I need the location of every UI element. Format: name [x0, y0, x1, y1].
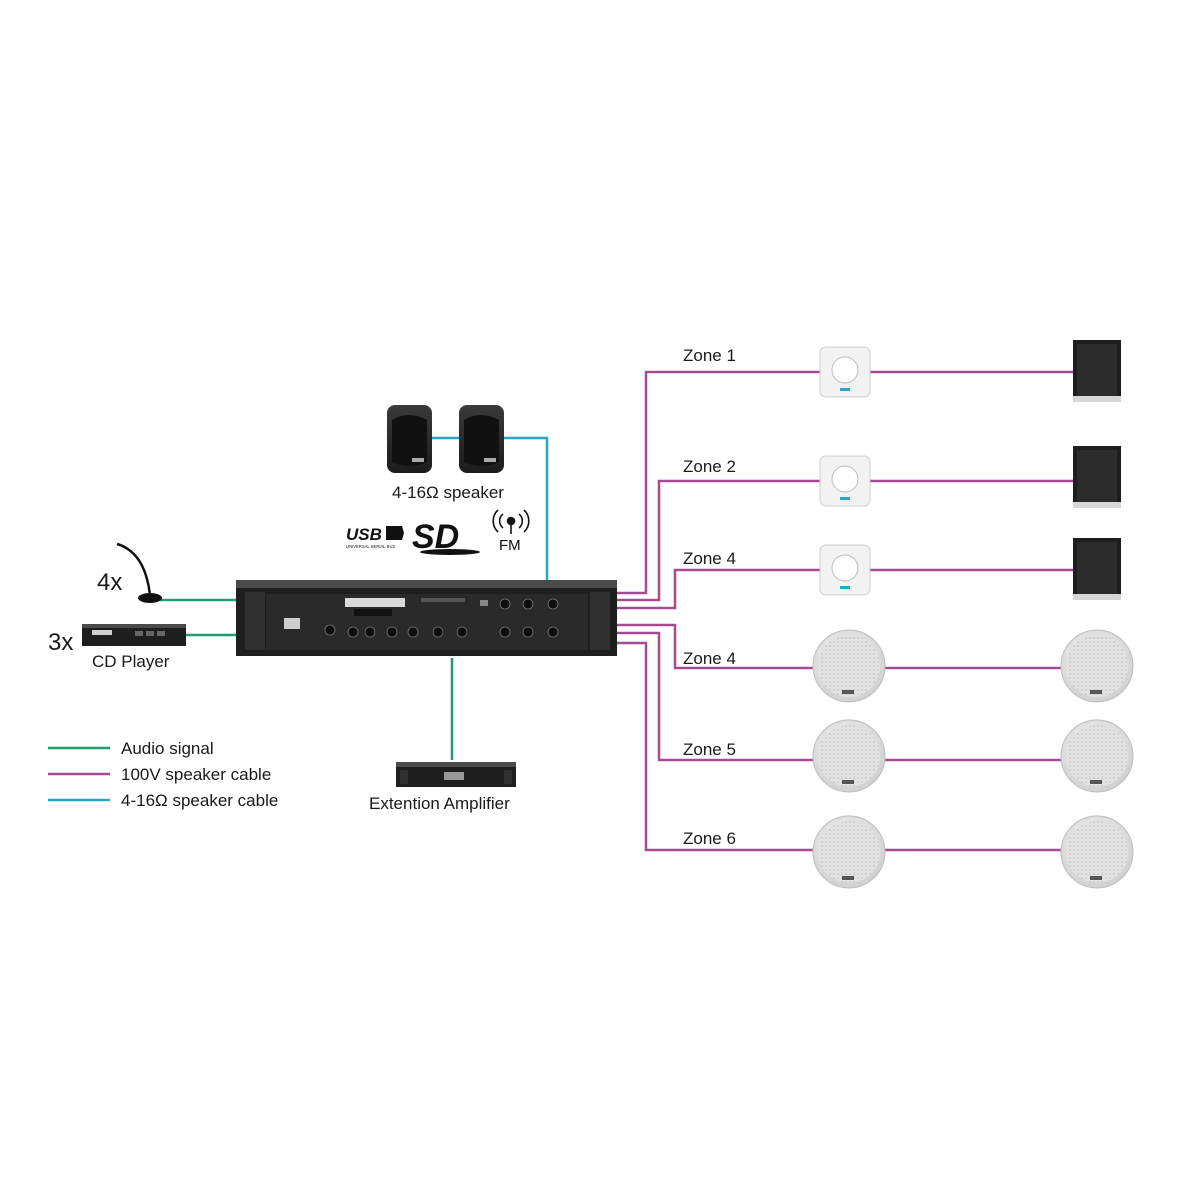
legend: Audio signal 100V speaker cable 4-16Ω sp… [48, 739, 278, 810]
volume-control-zone-1 [819, 346, 871, 398]
volume-control-zone-2 [819, 455, 871, 507]
zone-5-label: Zone 5 [683, 740, 736, 759]
ceiling-speaker-zone-5-right [1060, 719, 1134, 793]
box-speaker-zone-3 [1073, 538, 1121, 600]
speaker-4-16-label: 4-16Ω speaker [392, 483, 504, 502]
ceiling-speaker-zone-5-left [812, 719, 886, 793]
legend-100v-label: 100V speaker cable [121, 765, 271, 784]
usb-logo-text: USB [346, 525, 382, 544]
fm-logo: FM [492, 509, 530, 554]
cd-count-label: 3x [48, 629, 73, 656]
amp-knobs [324, 598, 559, 638]
zone-3-cable [617, 568, 1075, 610]
zone-1-label: Zone 1 [683, 346, 736, 365]
audio-cables [160, 598, 454, 760]
volume-control-zone-3 [819, 544, 871, 596]
cd-player-label: CD Player [92, 652, 170, 671]
wall-speaker-right [459, 405, 504, 473]
mic-count-label: 4x [97, 569, 122, 596]
fm-label: FM [499, 537, 521, 554]
mixer-amplifier [236, 580, 617, 656]
antenna-icon [492, 509, 530, 534]
usb-logo-subtext: UNIVERSAL SERIAL BUS [346, 544, 395, 549]
box-speaker-zone-2 [1073, 446, 1121, 508]
gooseneck-microphone [116, 542, 162, 603]
ceiling-speaker-zone-4-left [812, 629, 886, 703]
cd-player-device [82, 624, 186, 646]
zone-3-label: Zone 4 [683, 549, 736, 568]
zone-2-label: Zone 2 [683, 457, 736, 476]
usb-logo: USB UNIVERSAL SERIAL BUS [346, 525, 404, 549]
amp-display [354, 609, 392, 616]
amp-brand-plate [345, 598, 405, 607]
wall-speaker-left [387, 405, 432, 473]
ceiling-speaker-zone-6-right [1060, 815, 1134, 889]
ceiling-speaker-zone-6-left [812, 815, 886, 889]
zone-4-label: Zone 4 [683, 649, 736, 668]
zone-6-label: Zone 6 [683, 829, 736, 848]
box-speaker-zone-1 [1073, 340, 1121, 402]
ceiling-speaker-zone-4-right [1060, 629, 1134, 703]
extension-amplifier-label: Extention Amplifier [369, 794, 510, 813]
legend-audio-label: Audio signal [121, 739, 214, 758]
sd-logo: SD [412, 518, 480, 556]
legend-low-impedance-label: 4-16Ω speaker cable [121, 791, 278, 810]
extension-amplifier-device [396, 762, 516, 787]
